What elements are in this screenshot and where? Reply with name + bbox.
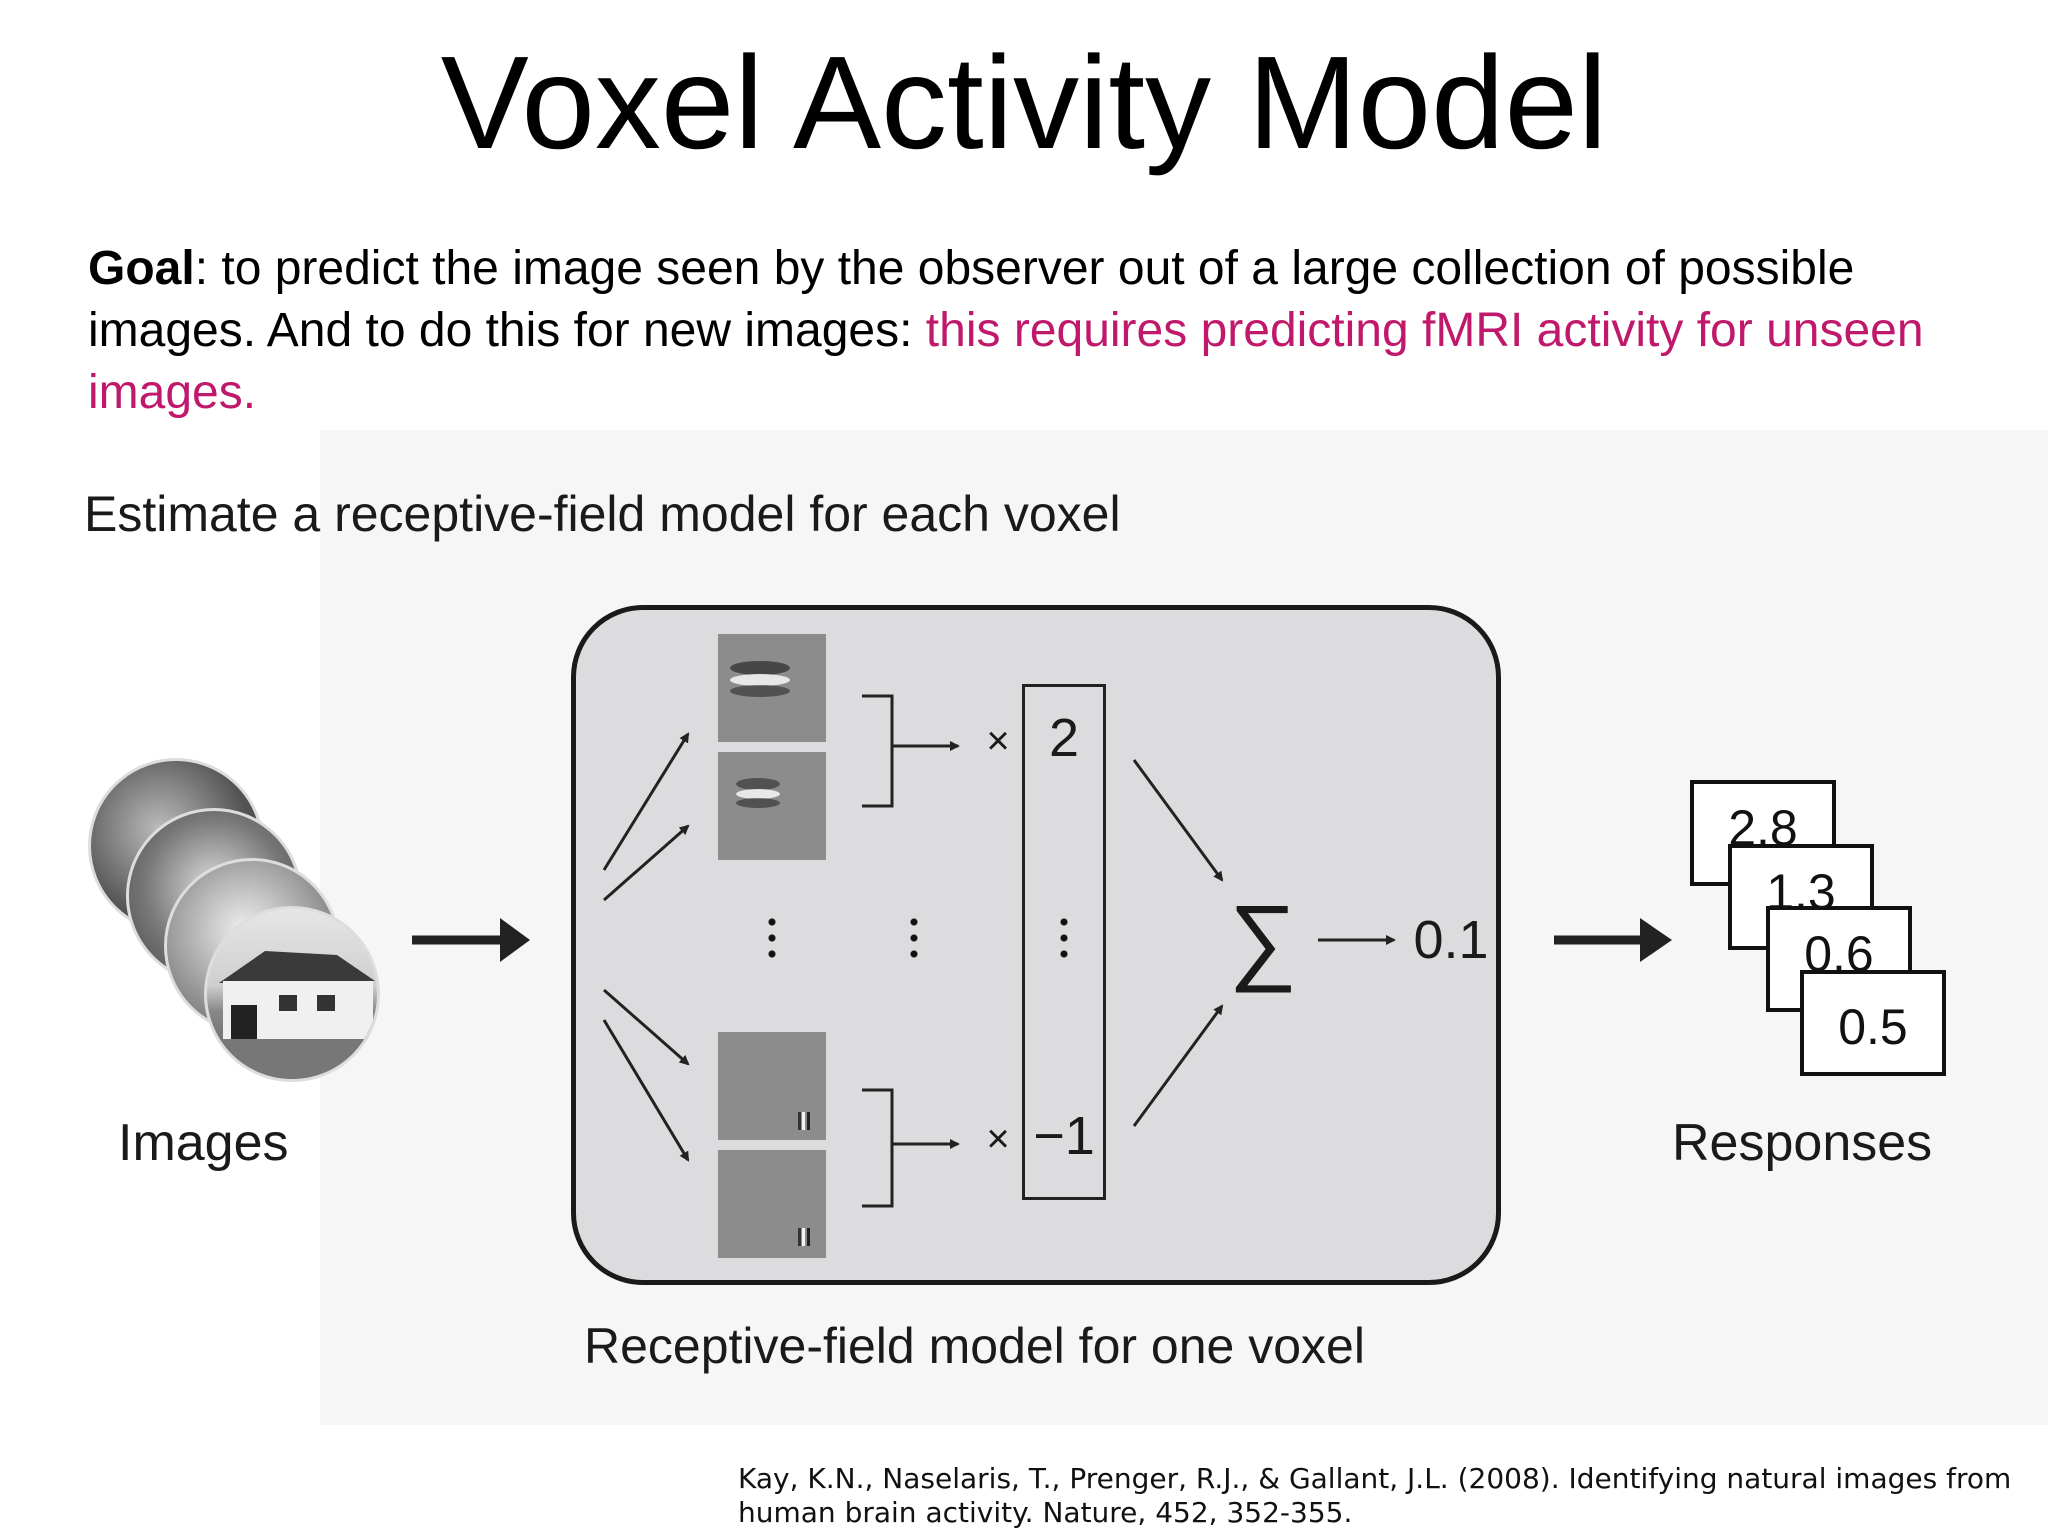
multiply-sign-bottom: × [986, 1117, 1010, 1161]
ellipsis-brackets [910, 914, 918, 962]
slide-title: Voxel Activity Model [440, 29, 1608, 176]
voxel-output-value: 0.1 [1413, 910, 1489, 970]
gabor-filter-2 [718, 752, 826, 860]
citation: Kay, K.N., Naselaris, T., Prenger, R.J.,… [738, 1462, 2012, 1529]
multiply-sign-top: × [986, 719, 1010, 763]
responses-label: Responses [1672, 1114, 1933, 1172]
weight-bottom: −1 [1033, 1106, 1095, 1166]
ellipsis-filters [768, 914, 776, 962]
figure-subheading: Estimate a receptive-field model for eac… [84, 486, 1121, 542]
gabor-filter-1 [718, 634, 826, 742]
ellipsis-weights [1060, 914, 1068, 962]
goal-label: Goal [88, 242, 195, 295]
images-label: Images [118, 1114, 289, 1172]
goal-highlight: this requires predicting fMRI activity f… [88, 304, 1924, 419]
weight-top: 2 [1048, 708, 1080, 768]
goal-paragraph: Goal: to predict the image seen by the o… [88, 238, 1988, 424]
gabor-filter-4 [718, 1150, 826, 1258]
weight-column [1022, 684, 1106, 1200]
image-thumbnail-house [204, 906, 380, 1082]
response-card-4: 0.5 [1800, 970, 1946, 1076]
goal-text: : to predict the image seen by the obser… [88, 242, 1855, 357]
panel-caption: Receptive-field model for one voxel [584, 1318, 1365, 1374]
gabor-filter-3 [718, 1032, 826, 1140]
sum-symbol: ∑ [1228, 886, 1298, 993]
house-picture [207, 951, 377, 1079]
